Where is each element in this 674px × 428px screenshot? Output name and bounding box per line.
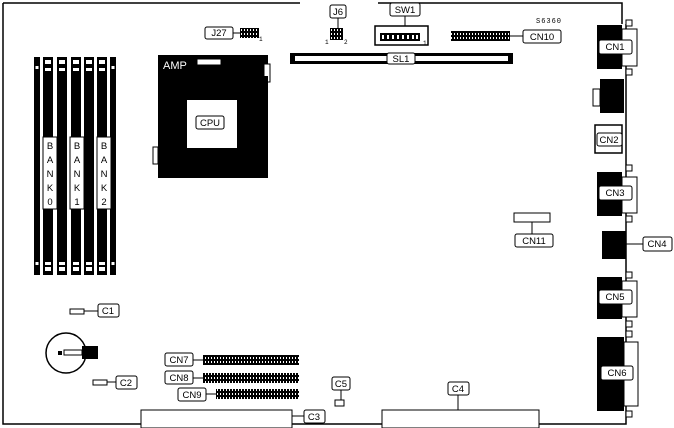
svg-text:1: 1 <box>325 39 329 46</box>
svg-text:A: A <box>74 155 81 166</box>
sl1-slot: SL1 <box>290 52 513 65</box>
svg-text:CN10: CN10 <box>530 32 554 43</box>
bank-2-label: B A N K 2 <box>96 136 112 210</box>
svg-text:2: 2 <box>101 197 106 208</box>
svg-text:1: 1 <box>423 40 427 47</box>
svg-text:CN4: CN4 <box>647 239 666 250</box>
svg-text:C2: C2 <box>120 378 132 389</box>
svg-text:B: B <box>47 141 53 152</box>
svg-text:K: K <box>101 183 108 194</box>
svg-text:SL1: SL1 <box>393 54 410 65</box>
cn6-connector: CN6 <box>597 330 639 418</box>
svg-text:A: A <box>47 155 54 166</box>
cn11-connector: CN11 <box>513 212 554 248</box>
svg-text:1: 1 <box>259 36 263 43</box>
svg-text:CN6: CN6 <box>607 368 626 379</box>
j6-jumper: J6 1 2 <box>325 4 348 46</box>
svg-text:B: B <box>74 141 80 152</box>
cn3-connector: CN3 <box>597 164 638 223</box>
cn7-header: CN7 <box>164 352 299 367</box>
j27-jumper: J27 1 <box>204 26 263 43</box>
svg-text:AMP: AMP <box>163 60 187 72</box>
c3-edge-connector: C3 <box>140 409 326 428</box>
ps2-connector <box>592 79 624 113</box>
cpu-socket: AMP CPU <box>152 55 271 178</box>
sw1-switch: SW1 1 <box>374 2 429 47</box>
cn5-connector: CN5 <box>597 271 638 328</box>
svg-text:K: K <box>74 183 81 194</box>
svg-text:0: 0 <box>47 197 52 208</box>
svg-text:C3: C3 <box>308 412 320 423</box>
svg-text:CPU: CPU <box>200 118 220 129</box>
svg-text:CN8: CN8 <box>169 373 188 384</box>
svg-text:N: N <box>74 169 81 180</box>
svg-text:K: K <box>47 183 54 194</box>
cn1-connector: CN1 <box>597 19 638 76</box>
svg-text:CN2: CN2 <box>599 135 618 146</box>
svg-text:CN11: CN11 <box>522 236 546 247</box>
svg-text:A: A <box>101 155 108 166</box>
board-id: S6360 <box>536 18 562 26</box>
svg-text:N: N <box>47 169 54 180</box>
c1-component: C1 <box>69 303 120 318</box>
svg-text:N: N <box>101 169 108 180</box>
svg-text:B: B <box>101 141 107 152</box>
cn10-header: CN10 <box>451 29 562 44</box>
svg-text:1: 1 <box>74 197 79 208</box>
bank-1-label: B A N K 1 <box>69 136 85 210</box>
c5-component: C5 <box>331 376 351 407</box>
svg-text:J27: J27 <box>211 28 226 39</box>
svg-text:C4: C4 <box>452 384 464 395</box>
svg-text:2: 2 <box>344 39 348 46</box>
bank-0-label: B A N K 0 <box>42 136 58 210</box>
svg-text:CN7: CN7 <box>169 355 188 366</box>
svg-text:CN3: CN3 <box>605 188 624 199</box>
svg-text:SW1: SW1 <box>395 5 416 16</box>
cn2-connector: CN2 <box>594 124 623 154</box>
svg-text:C5: C5 <box>335 379 347 390</box>
svg-text:CN5: CN5 <box>605 292 624 303</box>
board-outline <box>2 2 627 425</box>
cn4-connector: CN4 <box>602 231 673 259</box>
battery <box>45 332 98 374</box>
svg-text:CN1: CN1 <box>605 42 624 53</box>
memory-bank-area: B A N K 0 B A N K 1 B A N K 2 <box>34 57 116 275</box>
svg-text:J6: J6 <box>333 7 343 18</box>
svg-text:C1: C1 <box>102 306 114 317</box>
svg-text:CN9: CN9 <box>182 390 201 401</box>
c4-edge-connector: C4 <box>381 381 540 428</box>
c2-component: C2 <box>92 375 138 390</box>
cn9-header: CN9 <box>177 387 299 402</box>
cn8-header: CN8 <box>164 370 299 385</box>
